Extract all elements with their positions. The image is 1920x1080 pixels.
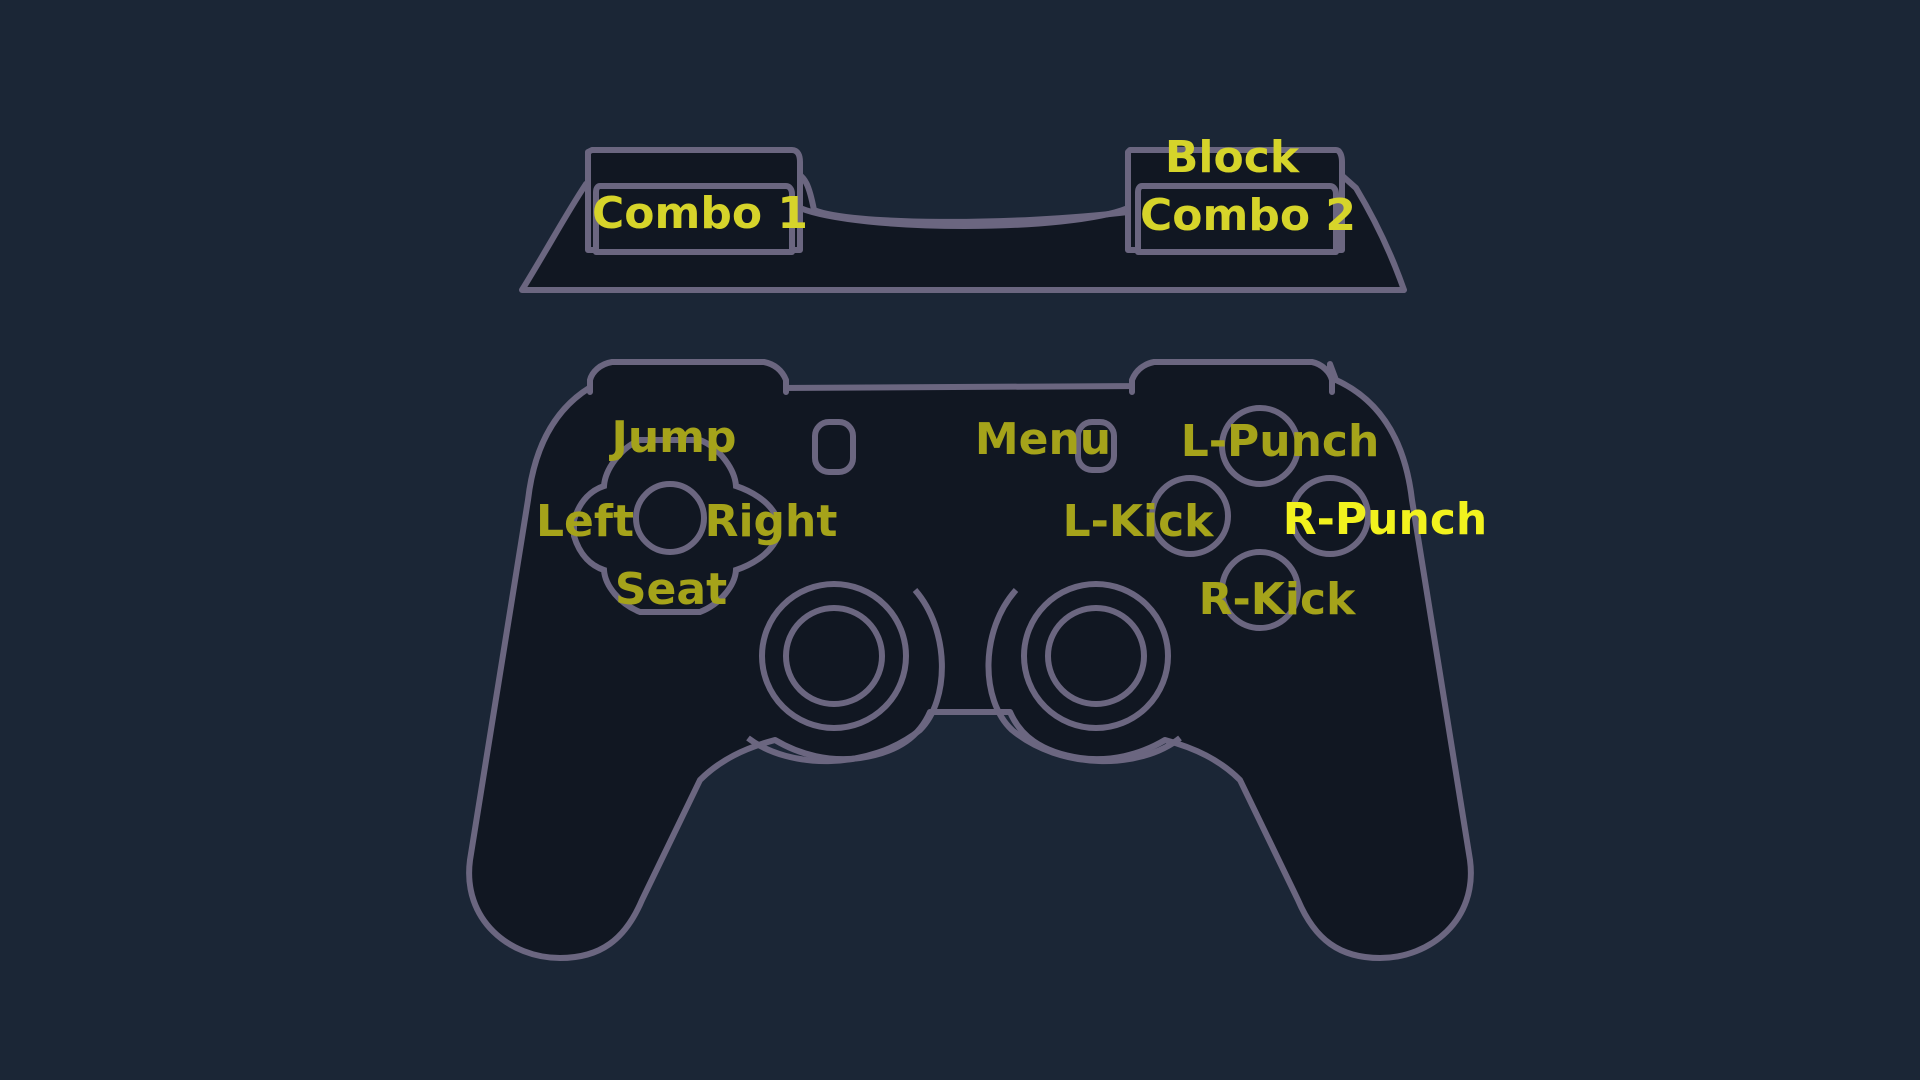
label-l-kick: L-Kick (1062, 496, 1214, 547)
face-button-left[interactable] (1149, 475, 1231, 557)
analog-sticks (746, 581, 1182, 765)
shoulder-bridge (797, 205, 1131, 229)
face-button-top[interactable] (1219, 405, 1301, 487)
left-stick-arc (746, 588, 945, 765)
face-button-right[interactable] (1289, 475, 1371, 557)
label-r-kick: R-Kick (1198, 574, 1356, 625)
shoulder-view (519, 147, 1407, 293)
face-buttons (1149, 405, 1371, 631)
label-l-punch: L-Punch (1180, 416, 1380, 467)
label-right: Right (704, 496, 838, 547)
label-r-punch: R-Punch (1282, 494, 1488, 545)
label-seat: Seat (614, 564, 728, 615)
center-buttons (812, 419, 1117, 475)
dpad[interactable] (571, 437, 781, 615)
label-block: Block (1164, 132, 1300, 183)
shoulder-left-trigger[interactable] (593, 183, 795, 255)
label-jump: Jump (611, 412, 737, 463)
label-left: Left (535, 496, 635, 547)
right-shoulder-cap (1129, 359, 1335, 395)
shoulder-right-trigger[interactable] (1135, 183, 1339, 255)
dpad-center (633, 481, 707, 555)
right-stick-cap[interactable] (1045, 605, 1147, 707)
face-button-bottom[interactable] (1219, 549, 1301, 631)
right-stick-arc (985, 587, 1182, 764)
left-shoulder-cap (587, 359, 789, 395)
left-stick-cap[interactable] (783, 605, 885, 707)
label-menu: Menu (974, 414, 1112, 465)
label-combo-1: Combo 1 (591, 188, 809, 239)
select-button[interactable] (812, 419, 856, 475)
menu-button[interactable] (1075, 419, 1117, 473)
label-combo-2: Combo 2 (1139, 190, 1357, 241)
